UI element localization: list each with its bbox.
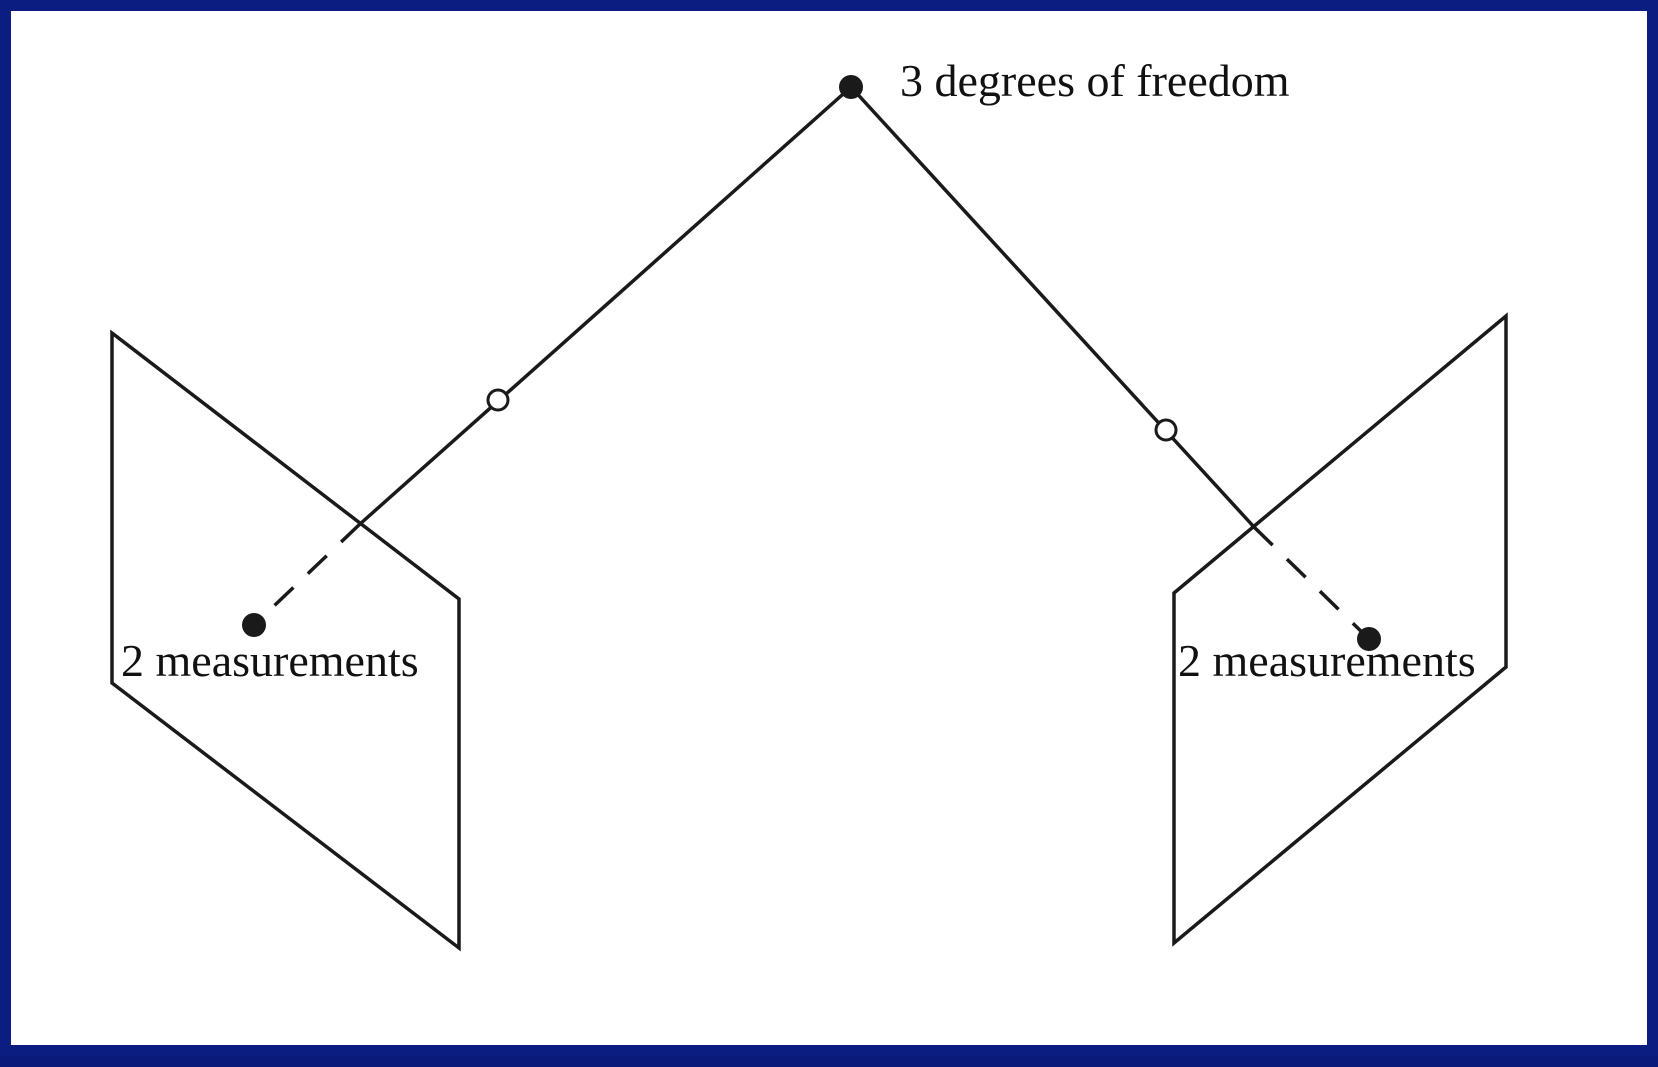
world-point-label: 3 degrees of freedom [900, 55, 1290, 106]
right-camera-center [1154, 418, 1178, 442]
right-image-plane [1172, 312, 1508, 947]
left-image-point [242, 613, 266, 637]
right-ray-dashed [1252, 525, 1371, 641]
left-camera-center [486, 388, 510, 412]
left-ray-solid [358, 85, 853, 526]
world-point [839, 75, 863, 99]
right-image-point [1357, 627, 1381, 651]
two-view-triangulation-diagram: 3 degrees of freedom 2 measurements 2 me… [110, 55, 1508, 952]
left-image-point-label: 2 measurements [121, 635, 419, 686]
right-image-point-label: 2 measurements [1178, 635, 1476, 686]
right-ray-solid [849, 85, 1256, 529]
left-ray-dashed [252, 522, 362, 627]
left-image-plane [110, 329, 461, 952]
